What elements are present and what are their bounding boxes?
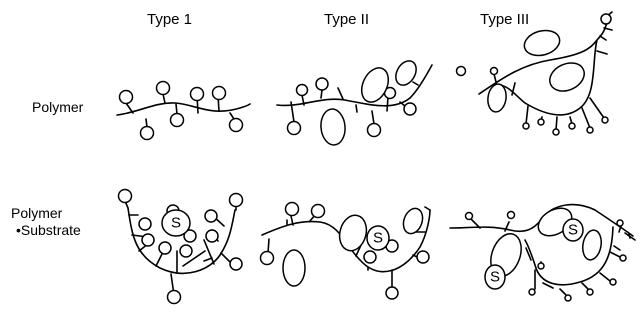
side-group-circle [568,122,576,130]
type2-polymer-drawing [276,60,433,146]
side-group-circle [228,192,244,208]
side-group-circle [616,219,624,227]
side-group-circle [205,229,219,243]
side-group-circle [564,294,572,302]
side-group-circle [586,126,594,134]
side-group-circle [522,122,530,130]
side-group-circle [211,85,227,101]
side-group-circle [586,288,594,296]
side-group-circle [552,128,560,136]
side-group-circle [158,241,172,255]
row-header-polymer: Polymer [32,99,84,115]
side-group-circle [179,244,193,258]
substrate-ellipse [562,218,584,242]
large-side-group-ellipse [395,60,417,86]
side-group-circle [601,116,609,124]
row-header-polymer-substrate-line2: •Substrate [16,222,81,238]
side-group-circle [609,278,617,286]
side-group-circle [204,209,218,223]
large-side-group-ellipse [338,214,368,252]
type1-complex-drawing: S [117,188,244,305]
type2-complex-drawing: S [259,201,431,300]
large-side-group-ellipse [487,83,507,113]
side-group-circle [537,118,545,126]
side-group-circle [284,201,300,217]
side-group-circle [455,65,467,77]
substrate-label: S [568,222,578,239]
type3-polymer-drawing [455,11,613,136]
side-group-circle [117,188,133,204]
polymer-backbone [276,64,433,107]
side-group-circle [166,289,182,305]
substrate-label: S [373,230,383,247]
side-group-circle [619,254,627,262]
substrate-ellipse [161,209,191,237]
side-group-circle [310,203,326,219]
row-header-polymer-substrate-line1: Polymer [11,205,63,221]
side-group-circle [528,288,536,296]
substrate-ellipse [366,225,390,251]
large-side-group-ellipse [282,249,306,287]
side-group-circle [537,262,545,270]
side-group-circle [295,83,309,97]
side-group-circle [139,125,155,141]
side-group-circle [403,102,417,116]
side-group-circle [118,89,134,105]
side-group-circle [138,217,152,231]
large-side-group-ellipse [360,67,390,103]
type3-complex-drawing: S S [449,203,636,302]
side-group-circle [315,77,329,91]
side-group-circle [189,86,205,102]
side-group-circle [229,257,243,271]
column-header-type-2: Type II [324,11,369,28]
side-group-circle [363,250,377,264]
side-group-circle [489,66,499,76]
side-group-circle [169,112,185,128]
side-group-circle [600,13,612,25]
side-group-circle [464,211,474,221]
substrate-ellipse [484,264,506,290]
substrate-label: S [171,215,181,232]
side-group-circle [416,250,430,264]
side-group-circle [228,117,244,133]
polymer-backbone [116,102,251,116]
large-side-group-ellipse [549,62,585,92]
side-group-circle [259,250,275,266]
side-group-circle [183,229,197,243]
polymer-backbone [261,209,431,273]
side-group-circle [155,80,171,96]
side-group-circle [506,210,516,220]
polymer-backbone [127,207,236,275]
polymer-backbone [449,203,634,286]
side-group-circle [366,122,382,138]
large-side-group-ellipse [402,207,424,235]
side-group-circle [385,286,399,300]
large-side-group-ellipse [320,108,346,146]
type1-polymer-drawing [116,80,251,141]
side-group-circle [141,233,155,247]
large-side-group-ellipse [523,29,561,57]
column-header-type-3: Type III [480,11,529,28]
column-header-type-1: Type 1 [147,11,192,28]
side-group-circle [286,120,302,136]
substrate-label: S [490,269,500,286]
large-side-group-ellipse [582,229,602,261]
